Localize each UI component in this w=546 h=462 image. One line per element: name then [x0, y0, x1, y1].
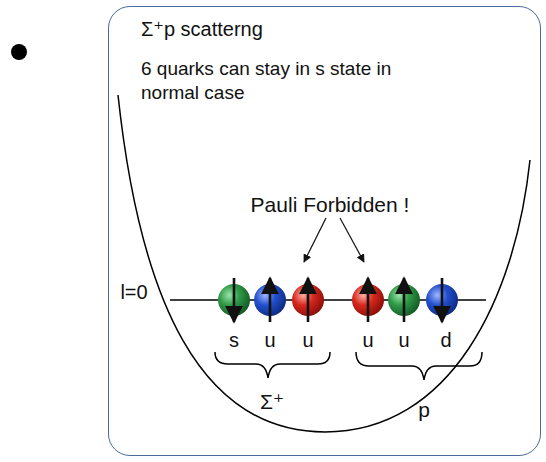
callout-text: Pauli Forbidden !: [251, 193, 410, 216]
spin-arrow: [233, 278, 236, 322]
brace: [356, 352, 482, 380]
spin-arrow: [307, 278, 310, 322]
panel-title: Σ⁺p scatterng: [141, 17, 421, 42]
panel-note: 6 quarks can stay in s state in normal c…: [141, 57, 416, 105]
particle-label: Σ⁺: [260, 390, 284, 413]
leader-arrow: [340, 218, 364, 262]
quark-label: u: [264, 329, 275, 351]
quark-label: u: [398, 329, 409, 351]
quark-label: u: [362, 329, 373, 351]
spin-arrow: [403, 278, 406, 322]
brace: [215, 352, 330, 378]
quark-balls: [218, 284, 458, 316]
particle-label: p: [418, 398, 430, 421]
quark-label: s: [229, 329, 239, 351]
spin-arrows: [234, 278, 442, 322]
spin-arrow: [367, 278, 370, 322]
rounded-panel: Σ⁺p scatterng 6 quarks can stay in s stat…: [108, 6, 541, 456]
quark-label: u: [302, 329, 313, 351]
level-label: l=0: [120, 281, 147, 303]
bullet-dot: [11, 44, 27, 60]
potential-well: [118, 95, 530, 432]
spin-arrow: [441, 278, 444, 322]
quark-label: d: [440, 329, 451, 351]
spin-arrow: [269, 278, 272, 322]
leader-arrow: [304, 218, 326, 262]
